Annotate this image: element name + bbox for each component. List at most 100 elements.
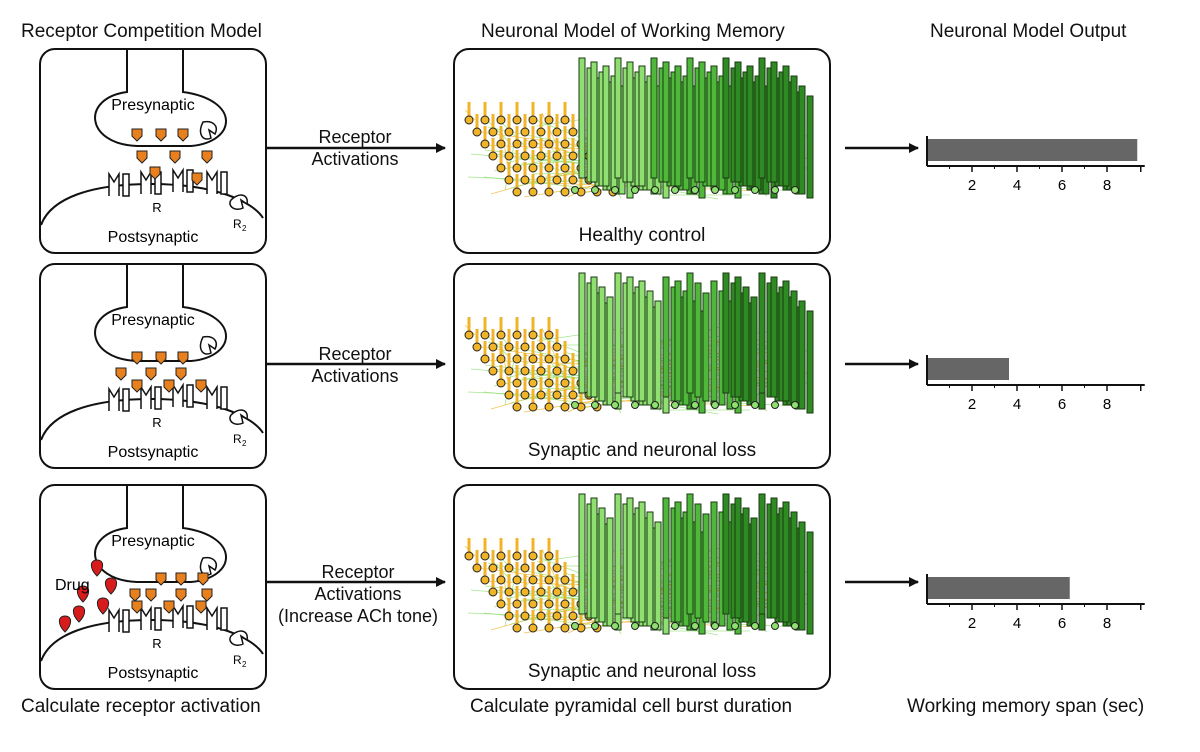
pyramidal-neuron: [674, 501, 682, 623]
interneuron: [536, 342, 546, 352]
x-tick-label: 8: [1103, 615, 1111, 632]
interneuron: [480, 551, 490, 561]
interneuron: [544, 354, 554, 364]
transmitter-molecule: [131, 600, 143, 614]
x-tick-label: 2: [968, 177, 976, 194]
interneuron: [544, 187, 554, 197]
pyramidal-neuron: [578, 272, 586, 394]
interneuron: [512, 163, 522, 173]
r2-subscript: 2: [242, 660, 247, 669]
interneuron: [560, 163, 570, 173]
pyramidal-soma: [591, 622, 599, 630]
interneuron: [504, 151, 514, 161]
interneuron: [568, 151, 578, 161]
interneuron: [480, 575, 490, 585]
pyramidal-neuron: [650, 57, 658, 179]
interneuron: [536, 175, 546, 185]
x-tick-label: 6: [1058, 615, 1066, 632]
interneuron: [512, 402, 522, 412]
pyramidal-neuron: [710, 280, 718, 402]
pyramidal-neuron: [626, 497, 634, 619]
pyramidal-neuron: [758, 493, 766, 615]
receptor-icon: [108, 386, 120, 411]
network-group: [464, 57, 814, 200]
interneuron: [552, 611, 562, 621]
interneuron: [560, 139, 570, 149]
pyramidal-soma: [711, 401, 719, 409]
pyramidal-neuron: [770, 276, 778, 398]
interneuron: [552, 390, 562, 400]
interneuron: [504, 587, 514, 597]
interneuron: [520, 611, 530, 621]
r2-label: R: [233, 217, 242, 231]
interneuron: [568, 127, 578, 137]
memory-span-bar: [928, 139, 1138, 161]
pyramidal-neuron: [758, 272, 766, 394]
interneuron: [504, 390, 514, 400]
memory-span-bar: [928, 577, 1070, 599]
synapse-connection: [501, 345, 509, 383]
autoreceptor: [199, 335, 217, 355]
interneuron: [536, 587, 546, 597]
x-tick-label: 2: [968, 396, 976, 413]
transmitter-molecule: [129, 588, 141, 602]
receptor-icon: [172, 382, 184, 407]
transmitter-molecule: [145, 588, 157, 602]
transmitter-molecule: [163, 600, 175, 614]
arrow-label-line: Activations: [314, 584, 402, 604]
r2-label: R: [233, 653, 242, 667]
x-tick-label: 4: [1013, 396, 1021, 413]
pyramidal-neuron: [654, 521, 662, 631]
pyramidal-neuron: [598, 507, 606, 623]
interneuron: [520, 175, 530, 185]
interneuron: [544, 599, 554, 609]
interneuron: [560, 599, 570, 609]
interneuron: [544, 551, 554, 561]
interneuron: [520, 366, 530, 376]
r2-subscript: 2: [242, 224, 247, 233]
interneuron: [560, 402, 570, 412]
neuronal-model-title: Neuronal Model of Working Memory: [481, 21, 785, 42]
interneuron: [528, 163, 538, 173]
pyramidal-soma: [631, 622, 639, 630]
pyramidal-soma: [631, 186, 639, 194]
interneuron: [504, 366, 514, 376]
pyramidal-neuron: [734, 497, 742, 619]
postsynaptic-label: Postsynaptic: [108, 229, 199, 246]
drug-molecule: [72, 605, 86, 623]
transmitter-molecule: [197, 572, 209, 586]
transmitter-molecule: [175, 367, 187, 381]
pyramidal-soma: [751, 622, 759, 630]
transmitter-molecule: [163, 379, 175, 393]
transmitter-molecule: [201, 150, 213, 164]
interneuron: [528, 330, 538, 340]
presynaptic-label: Presynaptic: [111, 97, 195, 114]
interneuron: [496, 115, 506, 125]
pyramidal-soma: [571, 622, 579, 630]
pyramidal-soma: [671, 186, 679, 194]
drug-molecule: [58, 615, 72, 633]
pyramidal-neuron: [686, 272, 694, 394]
interneuron: [504, 563, 514, 573]
interneuron: [488, 587, 498, 597]
transmitter-molecule: [175, 572, 187, 586]
drug-molecule: [90, 559, 104, 577]
receptor-icon: [206, 384, 218, 409]
pyramidal-neuron: [806, 310, 814, 414]
interneuron: [528, 551, 538, 561]
r2-receptor-icon: [229, 409, 248, 426]
receptor-icon: [220, 171, 228, 195]
interneuron: [560, 187, 570, 197]
pyramidal-neuron: [590, 276, 598, 398]
interneuron: [512, 187, 522, 197]
interneuron: [480, 115, 490, 125]
interneuron: [472, 342, 482, 352]
receptor-icon: [108, 607, 120, 632]
pyramidal-soma: [651, 186, 659, 194]
interneuron: [520, 587, 530, 597]
pyramidal-neuron: [734, 276, 742, 398]
interneuron: [488, 563, 498, 573]
